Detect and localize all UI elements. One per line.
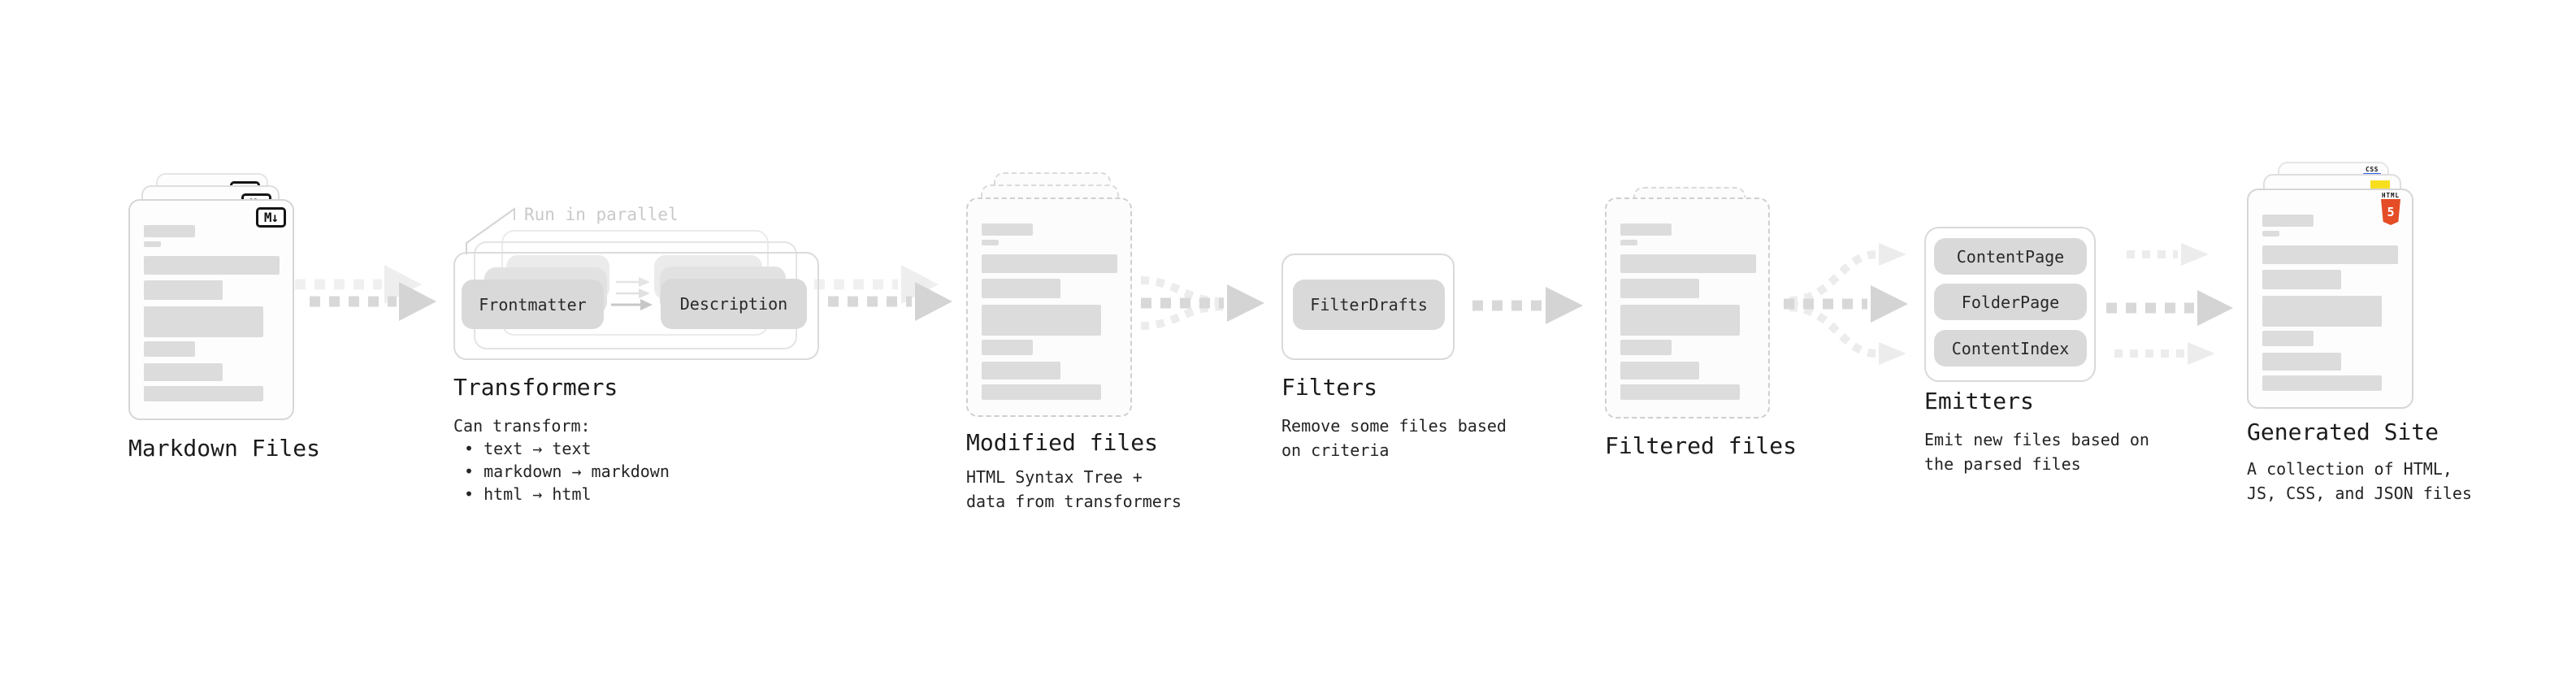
doc-line: [2262, 353, 2341, 371]
arrow-frontmatter-to-description-1: [616, 277, 650, 287]
doc-line: [2262, 245, 2398, 264]
arrow-filtered-to-emitters: [1784, 243, 1908, 365]
arrow-emitters-to-site-top: [2127, 243, 2209, 266]
generated-file-card-front: HTML 5: [2247, 189, 2413, 409]
doc-line: [982, 305, 1101, 336]
modified-file-card-front: [966, 197, 1132, 417]
folderpage-pill: FolderPage: [1934, 284, 2087, 320]
doc-line: [144, 241, 161, 247]
doc-line: [1620, 340, 1672, 355]
doc-line: [1620, 279, 1699, 298]
doc-line: [1620, 240, 1637, 245]
doc-line: [144, 225, 195, 237]
description-pill: Description: [661, 279, 807, 329]
transformers-bullet: • markdown → markdown: [464, 462, 670, 481]
doc-line: [144, 363, 223, 381]
doc-line: [2262, 270, 2341, 289]
doc-line: [982, 223, 1033, 236]
modified-files-description: HTML Syntax Tree + data from transformer…: [966, 467, 1182, 511]
frontmatter-pill: Frontmatter: [462, 280, 604, 329]
transformers-description: Can transform: • text → text • markdown …: [453, 414, 670, 505]
doc-line: [144, 386, 263, 401]
run-in-parallel-annotation: Run in parallel: [524, 205, 679, 224]
doc-line: [1620, 384, 1740, 400]
transformers-bullet: • text → text: [464, 439, 592, 458]
css-icon-label: CSS: [2366, 166, 2379, 173]
html5-icon-label: HTML: [2381, 192, 2400, 199]
doc-line: [2262, 375, 2382, 391]
arrow-frontmatter-to-description-2: [616, 288, 650, 298]
doc-line: [982, 362, 1060, 380]
arrow-markdown-to-transformers: [310, 282, 436, 321]
doc-line: [2262, 215, 2314, 227]
doc-line: [982, 279, 1060, 298]
doc-line: [982, 384, 1101, 400]
filters-title: Filters: [1281, 374, 1378, 401]
filtered-file-card-front: [1605, 197, 1770, 419]
doc-line: [1620, 223, 1672, 236]
emitters-description: Emit new files based on the parsed files: [1924, 430, 2149, 474]
doc-line: [2262, 331, 2314, 346]
run-in-parallel-leader-line: [466, 207, 515, 254]
doc-line: [1620, 254, 1756, 273]
doc-line: [144, 280, 223, 300]
doc-line: [1620, 305, 1740, 336]
doc-line: [1620, 362, 1699, 380]
html5-icon-number: 5: [2387, 204, 2395, 219]
arrow-frontmatter-to-description-3: [611, 299, 653, 310]
doc-line: [982, 254, 1117, 273]
doc-line: [982, 240, 999, 245]
arrow-emitters-to-site-bottom: [2114, 342, 2215, 365]
arrow-transformers-to-modified: [828, 282, 952, 321]
doc-line: [144, 341, 195, 357]
contentindex-pill: ContentIndex: [1934, 330, 2087, 367]
markdown-icon: M↓: [256, 207, 286, 228]
emitters-title: Emitters: [1924, 388, 2034, 414]
transformer-box-front: [453, 252, 819, 360]
transformers-bullet: • html → html: [464, 484, 592, 504]
filtered-files-title: Filtered files: [1605, 432, 1798, 459]
modified-files-title: Modified files: [966, 429, 1159, 456]
contentpage-pill: ContentPage: [1934, 238, 2087, 275]
html5-icon-shield: 5: [2381, 199, 2400, 225]
doc-line: [144, 306, 263, 337]
generated-site-description: A collection of HTML, JS, CSS, and JSON …: [2247, 459, 2472, 503]
doc-line: [2262, 296, 2382, 327]
transformers-title: Transformers: [453, 374, 618, 401]
filterdrafts-pill: FilterDrafts: [1293, 280, 1445, 330]
arrow-transformers-to-modified-echo: [814, 265, 939, 304]
filters-description: Remove some files based on criteria: [1281, 416, 1507, 460]
transformers-desc-header: Can transform:: [453, 416, 591, 436]
doc-line: [144, 256, 280, 275]
arrow-modified-to-filters: [1140, 276, 1264, 330]
html5-icon: HTML 5: [2381, 192, 2400, 225]
arrow-emitters-to-site-mid: [2106, 290, 2233, 326]
markdown-files-title: Markdown Files: [128, 435, 321, 462]
doc-line: [982, 340, 1033, 355]
generated-site-title: Generated Site: [2247, 419, 2439, 445]
doc-line: [2262, 231, 2279, 236]
js-icon: [2370, 180, 2390, 189]
arrow-filters-to-filtered: [1472, 287, 1583, 324]
markdown-file-card-front: M↓: [128, 199, 294, 420]
